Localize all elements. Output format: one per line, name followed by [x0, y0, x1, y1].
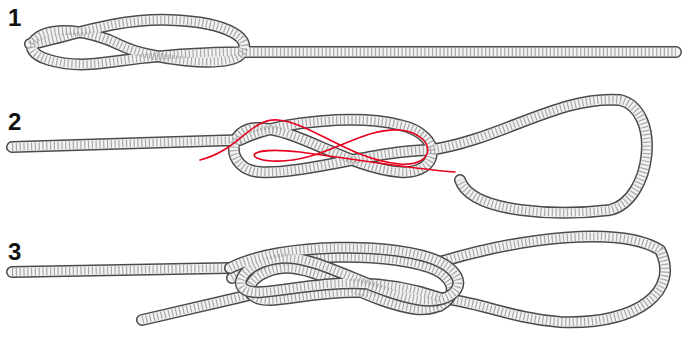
threading-path — [200, 120, 455, 172]
step-number: 3 — [8, 240, 21, 264]
rope-step-1 — [30, 20, 676, 64]
rope-step-2 — [12, 100, 647, 213]
step-number: 2 — [8, 110, 21, 134]
step-number: 1 — [8, 6, 21, 30]
rope-step-3 — [12, 236, 665, 322]
